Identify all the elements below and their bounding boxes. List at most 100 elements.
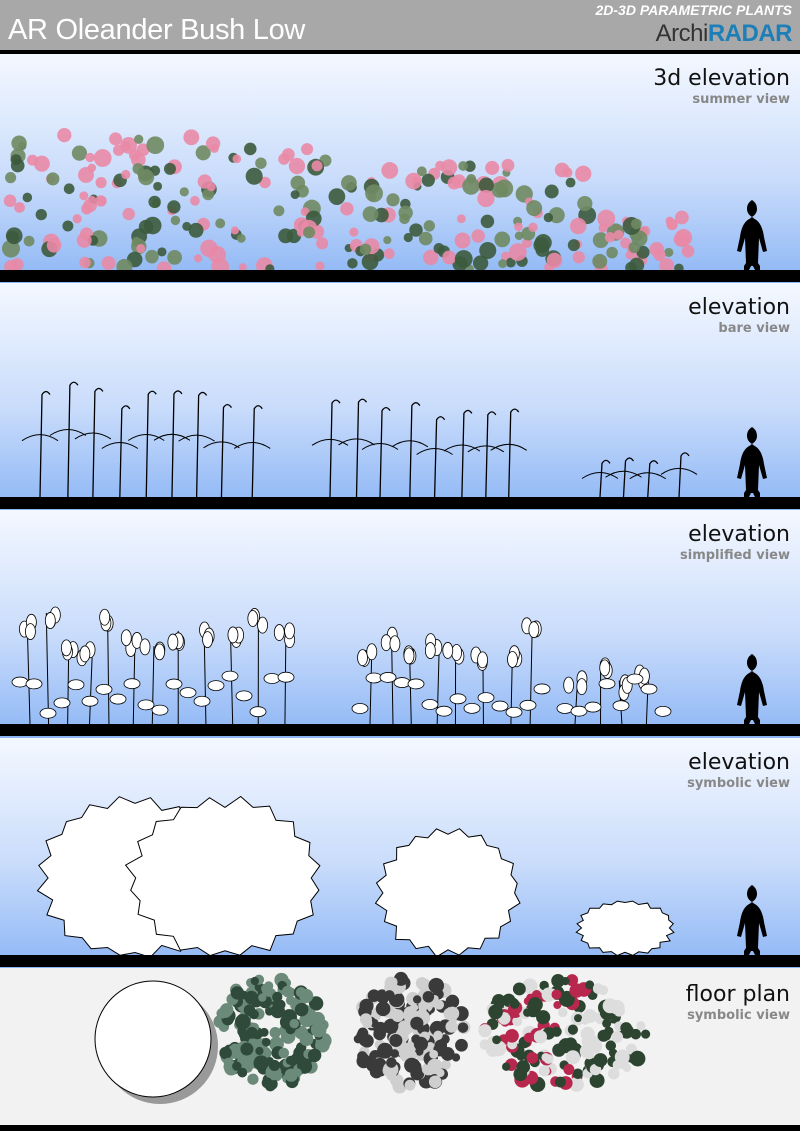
- plan-foliage: [234, 1014, 251, 1030]
- ground-line: [0, 955, 800, 967]
- panel-heading: 3d elevation: [653, 66, 790, 91]
- flower-petal: [599, 659, 611, 677]
- panel-subheading: symbolic view: [687, 1008, 790, 1023]
- foliage: [653, 248, 666, 262]
- symbolic-canopy: [575, 900, 675, 957]
- foliage: [129, 149, 141, 161]
- foliage: [95, 177, 107, 189]
- foliage: [499, 187, 509, 197]
- foliage: [146, 136, 165, 155]
- foliage: [23, 235, 35, 247]
- plan-foliage: [230, 986, 245, 1000]
- plan-foliage: [391, 1009, 405, 1022]
- foliage: [10, 158, 25, 173]
- panel-subheading: summer view: [692, 92, 790, 107]
- branch: [21, 434, 59, 442]
- foliage: [592, 232, 609, 249]
- leaf: [612, 700, 630, 712]
- plan-foliage: [488, 1004, 503, 1020]
- flower-petal: [366, 643, 378, 661]
- plan-foliage: [429, 1049, 439, 1059]
- branch: [467, 445, 505, 453]
- branch: [329, 399, 341, 498]
- branch: [92, 387, 104, 498]
- foliage: [575, 165, 592, 182]
- plan-foliage: [422, 991, 435, 1003]
- branch: [251, 405, 263, 498]
- branch: [581, 471, 619, 479]
- plan-foliage: [253, 1055, 269, 1071]
- foliage: [403, 232, 413, 243]
- foliage: [95, 195, 107, 207]
- leaf: [533, 683, 551, 695]
- foliage: [592, 253, 608, 269]
- foliage: [341, 175, 357, 191]
- plan-foliage: [428, 1075, 442, 1089]
- branch: [599, 459, 611, 498]
- leaf: [463, 702, 481, 714]
- panel-heading: floor plan: [685, 982, 790, 1007]
- branch: [195, 391, 208, 498]
- plan-foliage: [264, 1080, 276, 1092]
- branch: [338, 438, 375, 446]
- foliage: [466, 173, 477, 184]
- branch: [443, 444, 481, 452]
- foliage: [236, 233, 246, 243]
- foliage: [62, 220, 74, 232]
- plants-symbolic-view: [36, 795, 767, 958]
- plan-foliage: [565, 1050, 581, 1065]
- foliage: [416, 166, 427, 177]
- foliage: [604, 231, 616, 243]
- foliage: [290, 175, 306, 191]
- panel-subheading: bare view: [718, 321, 790, 336]
- foliage: [101, 256, 116, 271]
- plan-symbol-circle: [94, 980, 212, 1098]
- leaf: [407, 678, 425, 690]
- foliage: [22, 192, 33, 203]
- symbolic-canopy: [124, 795, 321, 957]
- plan-foliage: [531, 990, 542, 1000]
- flower-petal: [120, 629, 132, 647]
- foliage: [182, 221, 192, 231]
- leaf: [570, 705, 588, 717]
- foliage: [629, 257, 645, 273]
- foliage: [673, 231, 690, 247]
- leaf: [221, 670, 239, 682]
- header-bar: AR Oleander Bush Low 2D-3D PARAMETRIC PL…: [0, 0, 800, 50]
- plan-foliage: [244, 990, 259, 1005]
- plan-foliage: [410, 1016, 424, 1030]
- foliage: [577, 195, 593, 212]
- foliage: [290, 190, 300, 199]
- branch: [67, 381, 79, 498]
- foliage: [87, 163, 97, 173]
- plan-foliage: [232, 1061, 242, 1071]
- plan-foliage: [554, 1076, 566, 1088]
- foliage: [398, 205, 413, 221]
- flower-petal: [576, 678, 588, 696]
- plan-foliage: [310, 1021, 327, 1038]
- foliage: [674, 210, 689, 225]
- leaf: [249, 706, 267, 718]
- foliage: [418, 231, 433, 246]
- foliage: [273, 205, 285, 217]
- plan-foliage: [564, 1037, 578, 1051]
- plan-foliage: [289, 1018, 300, 1029]
- plan-foliage: [516, 1060, 530, 1074]
- foliage: [238, 263, 247, 272]
- foliage: [508, 243, 527, 261]
- plan-foliage: [505, 1028, 519, 1043]
- foliage: [526, 200, 543, 217]
- leaf: [477, 692, 495, 704]
- flower-petal: [273, 624, 285, 641]
- plants-summer-view: [2, 128, 767, 277]
- foliage: [543, 212, 554, 223]
- stem: [89, 648, 93, 725]
- plan-foliage: [526, 1051, 539, 1064]
- flower-petal: [563, 676, 575, 694]
- symbolic-canopy: [374, 828, 521, 958]
- flower-petal: [257, 616, 268, 634]
- plan-foliage: [250, 976, 259, 986]
- branch: [145, 390, 157, 498]
- foliage: [57, 128, 72, 143]
- plan-foliage: [607, 1067, 620, 1080]
